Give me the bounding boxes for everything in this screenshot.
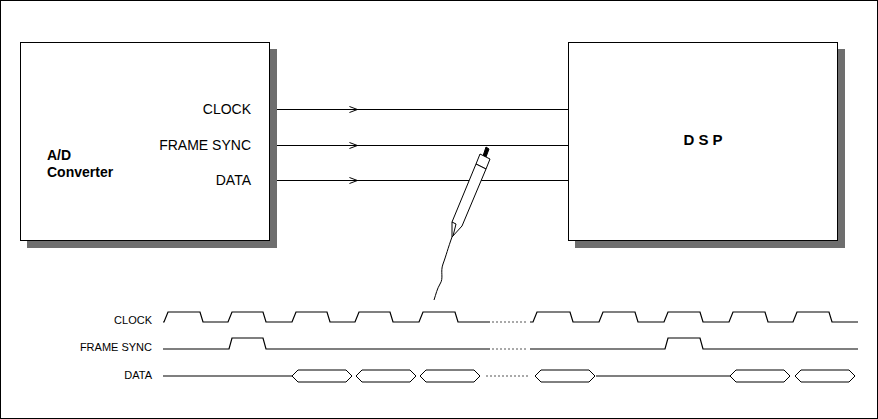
signal-name: CLOCK xyxy=(114,314,152,326)
block-name: A/D Converter xyxy=(47,147,127,181)
block-name: D S P xyxy=(569,131,837,148)
probe xyxy=(434,147,490,300)
signal-name: FRAME SYNC xyxy=(80,341,152,353)
port-label: FRAME SYNC xyxy=(159,137,251,153)
signal-line xyxy=(270,107,568,113)
port-label: CLOCK xyxy=(203,101,251,117)
timing-waveforms xyxy=(163,312,858,382)
signal-line xyxy=(270,143,568,149)
signal-name: DATA xyxy=(124,369,152,381)
converter-box: A/D Converter CLOCK FRAME SYNC DATA xyxy=(20,42,270,241)
processor-box: D S P xyxy=(568,42,838,241)
signal-line xyxy=(270,178,568,184)
port-label: DATA xyxy=(216,172,251,188)
